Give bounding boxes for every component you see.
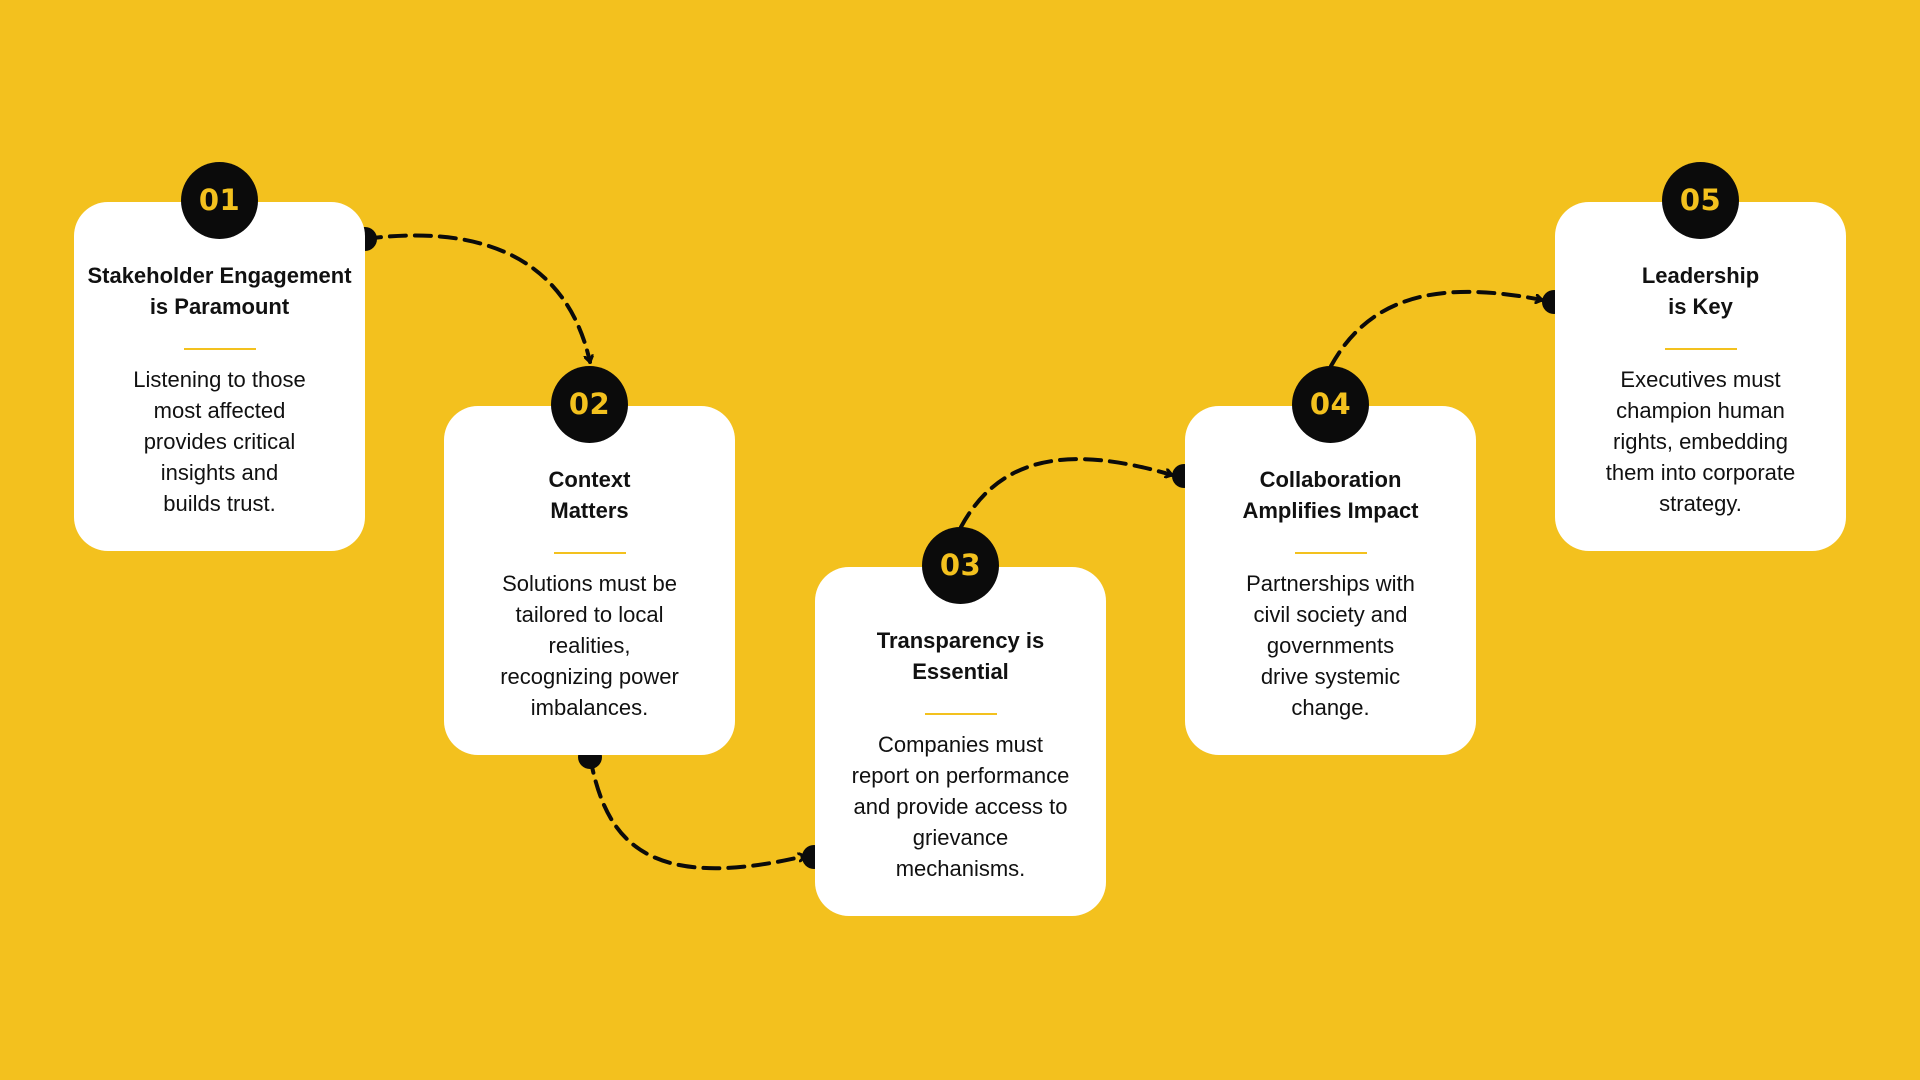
step-card-4: Collaboration Amplifies Impact Partnersh… <box>1185 406 1476 755</box>
step-divider <box>1294 552 1367 554</box>
step-description: Partnerships with civil society and gove… <box>1246 571 1415 720</box>
step-title: Transparency is Essential <box>876 628 1045 684</box>
step-description: Listening to those most affected provide… <box>133 367 306 516</box>
step-card-2: Context Matters Solutions must be tailor… <box>444 406 735 755</box>
step-title: Collaboration Amplifies Impact <box>1242 467 1419 523</box>
step-card-5: Leadership is Key Executives must champi… <box>1555 202 1846 551</box>
step-title: Context Matters <box>548 467 631 523</box>
step-title: Stakeholder Engagement is Paramount <box>87 263 352 319</box>
step-number-badge-5: 05 <box>1662 162 1739 239</box>
step-card-3: Transparency is Essential Companies must… <box>815 567 1106 916</box>
connector-04-to-05 <box>1329 289 1566 368</box>
step-number-badge-2: 02 <box>551 366 628 443</box>
step-description: Executives must champion human rights, e… <box>1605 367 1796 516</box>
step-description: Solutions must be tailored to local real… <box>500 571 679 720</box>
step-number-badge-3: 03 <box>922 527 999 604</box>
step-divider <box>1664 348 1737 350</box>
step-divider <box>183 348 256 350</box>
connector-01-to-02 <box>353 227 590 364</box>
connector-03-to-04 <box>959 457 1196 529</box>
step-divider <box>924 713 997 715</box>
step-description: Companies must report on performance and… <box>851 732 1070 881</box>
step-divider <box>553 552 626 554</box>
step-number-badge-1: 01 <box>181 162 258 239</box>
step-card-1: Stakeholder Engagement is Paramount List… <box>74 202 365 551</box>
connector-02-to-03 <box>578 745 826 871</box>
step-number-badge-4: 04 <box>1292 366 1369 443</box>
step-title: Leadership is Key <box>1641 263 1760 319</box>
